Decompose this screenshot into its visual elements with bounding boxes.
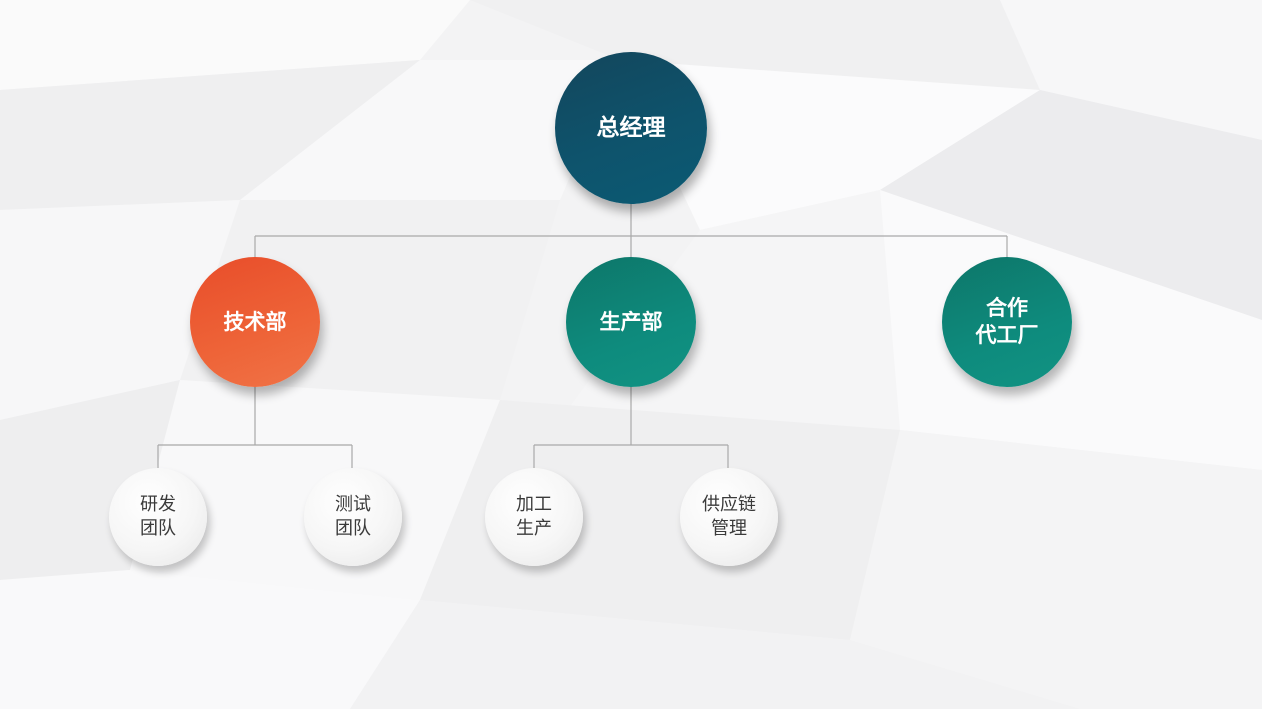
node-processing-label: 加工 生产 xyxy=(516,494,552,539)
node-partner-factory-label: 合作 代工厂 xyxy=(975,296,1039,347)
node-processing: 加工 生产 xyxy=(485,468,583,566)
node-production-dept-label: 生产部 xyxy=(599,309,663,334)
node-test-team: 测试 团队 xyxy=(304,468,402,566)
node-tech-dept-label: 技术部 xyxy=(223,309,287,334)
node-production-dept: 生产部 xyxy=(566,257,696,387)
node-partner-factory: 合作 代工厂 xyxy=(942,257,1072,387)
node-tech-dept: 技术部 xyxy=(190,257,320,387)
node-general-manager-label: 总经理 xyxy=(596,115,666,141)
node-test-team-label: 测试 团队 xyxy=(335,494,371,539)
node-rd-team: 研发 团队 xyxy=(109,468,207,566)
node-general-manager: 总经理 xyxy=(555,52,707,204)
node-supply-chain-label: 供应链 管理 xyxy=(702,494,756,539)
node-supply-chain: 供应链 管理 xyxy=(680,468,778,566)
node-rd-team-label: 研发 团队 xyxy=(140,494,176,539)
